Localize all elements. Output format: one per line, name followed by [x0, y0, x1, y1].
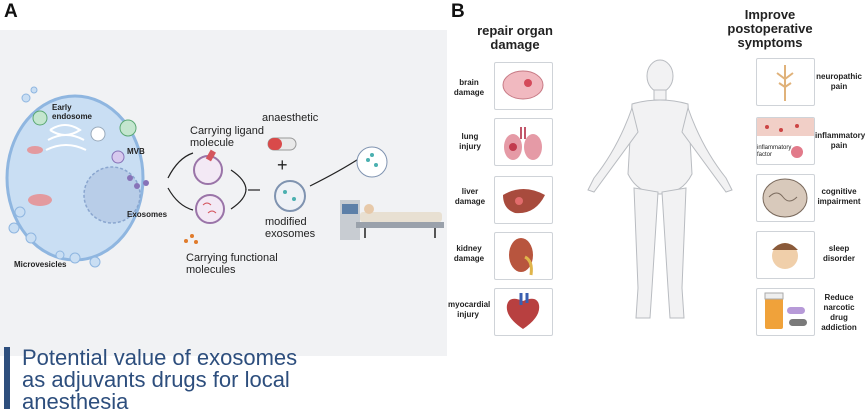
- heart-image: [494, 288, 553, 336]
- caption: Potential value of exosomes as adjuvants…: [22, 345, 298, 414]
- drug-addiction-image: [756, 288, 815, 336]
- caption-bar: [4, 347, 10, 409]
- human-body-figure: [587, 59, 733, 319]
- ligand-exosome: [193, 155, 223, 185]
- mvb-label: MVB: [127, 147, 145, 156]
- hospital-bed: [356, 222, 444, 228]
- brain-image: [494, 62, 553, 110]
- repair-heading: repair organ damage: [477, 23, 553, 52]
- repair-label-4: kidney damage: [453, 244, 485, 263]
- lung-image: [494, 118, 553, 166]
- patient-body: [360, 212, 442, 222]
- improve-label-4: sleep disorder: [822, 244, 855, 263]
- mvb-icon: [119, 119, 137, 137]
- liver-image: [494, 176, 553, 224]
- arrow-to-patient: [309, 157, 361, 187]
- kidney-image: [494, 232, 553, 280]
- repair-label-1: brain damage: [453, 78, 485, 97]
- repair-label-3: liver damage: [454, 187, 486, 206]
- anaesthetic-label: anaesthetic: [262, 112, 319, 124]
- microvesicles-label: Microvesicles: [14, 260, 67, 269]
- improve-label-3: cognitive impairment: [817, 187, 861, 206]
- neuropathic-pain-image: [756, 58, 815, 106]
- panel-a-label: A: [4, 1, 18, 22]
- plus-sign: +: [277, 155, 288, 175]
- mitochondria: [28, 194, 52, 206]
- improve-label-5: Reduce narcotic drug addiction: [821, 293, 857, 332]
- repair-label-2: lung injury: [459, 132, 481, 151]
- arrow-ligand: [167, 152, 194, 179]
- functional-label: Carrying functional molecules: [186, 252, 278, 276]
- golgi: [45, 124, 87, 151]
- arrow-functional: [167, 187, 194, 211]
- improve-label-2: inflammatory pain: [815, 131, 865, 150]
- inflammatory-factor-label: inflammatory factor: [757, 145, 792, 158]
- panel-b-label: B: [451, 1, 465, 22]
- improve-label-1: neuropathic pain: [816, 72, 862, 91]
- syringe-bubble: [356, 146, 388, 178]
- functional-exosome: [195, 194, 225, 224]
- repair-label-5: myocardial injury: [448, 300, 491, 319]
- sleep-disorder-image: [756, 231, 815, 279]
- nucleus: [83, 166, 141, 224]
- modified-exosome: [274, 180, 306, 212]
- modified-exosomes-label: modified exosomes: [265, 216, 316, 240]
- early-endosome-icon: [32, 110, 48, 126]
- early-endosome-label: Early endosome: [52, 103, 93, 121]
- improve-heading: Improve postoperative symptoms: [727, 7, 813, 50]
- ligand-label: Carrying ligand molecule: [190, 125, 264, 149]
- exosomes-label: Exosomes: [127, 210, 168, 219]
- cognitive-impairment-image: [756, 174, 815, 222]
- inflammatory-pain-image: [756, 117, 815, 165]
- exosome-diagram: [5, 86, 444, 268]
